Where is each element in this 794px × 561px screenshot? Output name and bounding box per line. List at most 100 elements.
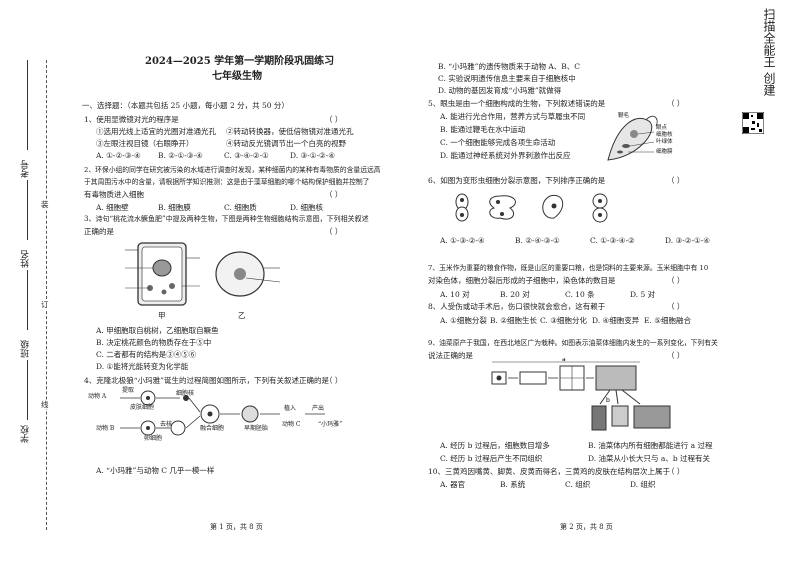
q1-option-c[interactable]: C. ③-④-②-① (224, 151, 269, 160)
amoeba-division-figure (455, 193, 608, 223)
fig-nucleus: 细胞核 (176, 390, 195, 397)
q1-answer-paren: （ ） (325, 115, 343, 124)
q9-option-a[interactable]: A. 经历 b 过程后，细胞数目增多 (440, 441, 550, 450)
fig-remove-nucleus: 去核 (160, 421, 173, 428)
exam-no-line (27, 60, 28, 150)
q10-option-b[interactable]: B. 系统 (500, 480, 526, 489)
fig-skin-cell: 皮肤细胞 (130, 404, 155, 411)
q5-option-d[interactable]: D. 能通过神经系统对外界刺激作出反应 (440, 151, 571, 160)
q3-option-a[interactable]: A. 甲细胞取自桃树，乙细胞取自鳜鱼 (96, 326, 219, 335)
q3-option-c[interactable]: C. 二者都有的结构是③④⑤⑥ (96, 350, 197, 359)
q5-option-c[interactable]: C. 一个细胞能够完成各项生命活动 (440, 138, 556, 147)
fig-extract: 提取 (122, 387, 135, 394)
page-title: 2024—2025 学年第一学期阶段巩固练习 (145, 56, 335, 67)
q10-option-d[interactable]: D. 组织 (630, 480, 656, 489)
q2-option-d[interactable]: D. 细胞核 (290, 203, 324, 212)
binding-line (46, 60, 47, 530)
q3-option-d[interactable]: D. ①能将光能转变为化学能 (96, 362, 189, 371)
q1-step-1: ①选用光线上适宜的光圈对准通光孔 (96, 127, 216, 136)
q10-option-a[interactable]: A. 器官 (440, 480, 466, 489)
q3-stem-line2: 正确的是 (84, 227, 114, 236)
q10-stem: 10、三黄鸡因嘴黄、脚黄、皮黄而得名，三黄鸡的皮肤在结构层次上属于 (428, 467, 671, 476)
q1-step-4: ④转动反光镜调节出一个白亮的视野 (226, 139, 346, 148)
q2-option-b[interactable]: B. 细胞膜 (158, 203, 191, 212)
fig-label-yi: 乙 (238, 311, 246, 320)
q7-answer-paren: （ ） (667, 276, 685, 285)
fig-animal-c: 动物 C (282, 421, 301, 428)
q6-stem: 6、如图为变形虫细胞分裂示意图，下列排序正确的是 (428, 176, 606, 185)
euglena-label-1: 鞭毛 (618, 113, 630, 119)
class-line (27, 270, 28, 330)
euglena-label-4: 叶绿体 (656, 139, 673, 145)
class-label: 班级 (21, 340, 31, 358)
q3-answer-paren: （ ） (325, 227, 343, 236)
q4-stem: 4、克隆北极狼“小玛雅”诞生的过程简图如图所示，下列有关叙述正确的是 (84, 376, 329, 385)
q8-option-d[interactable]: D. ④细胞变异 (592, 316, 640, 325)
q4-option-a[interactable]: A. “小玛雅”与动物 C 几乎一模一样 (96, 466, 215, 475)
fig-animal-a: 动物 A (88, 393, 107, 400)
euglena-label-2: 眼点 (656, 125, 668, 131)
q1-option-a[interactable]: A. ①-②-③-④ (96, 151, 141, 160)
q7-stem-line1: 7、玉米作为重要的粮食作物，既是山区的重要口粮，也是饲料的主要来源。玉米细胞中有… (428, 264, 709, 272)
fig-egg: 卵细胞 (144, 435, 163, 442)
q8-option-c[interactable]: C. ③细胞分化 (540, 316, 587, 325)
binding-mark-3: 线 (41, 400, 49, 409)
cell-differentiation-figure: a b (491, 358, 671, 431)
q1-step-2: ②转动转换器，使低倍物镜对准通光孔 (226, 127, 354, 136)
q10-answer-paren: （ ） (667, 467, 685, 476)
q3-option-b[interactable]: B. 决定桃花颜色的物质存在于⑤中 (96, 338, 212, 347)
q1-option-b[interactable]: B. ②-①-③-④ (158, 151, 203, 160)
q6-option-b[interactable]: B. ②-④-③-① (515, 236, 560, 245)
binding-mark-1: 装 (41, 200, 49, 209)
q6-option-d[interactable]: D. ③-②-①-④ (665, 236, 711, 245)
q4-option-d[interactable]: D. 动物的基因发育成“小玛雅”就做得 (438, 86, 562, 95)
q6-option-a[interactable]: A. ①-③-②-④ (440, 236, 485, 245)
q1-option-d[interactable]: D. ③-①-②-④ (290, 151, 336, 160)
q10-option-c[interactable]: C. 组织 (565, 480, 591, 489)
q4-option-c[interactable]: C. 实验说明遗传信息主要来自于细胞核中 (438, 74, 576, 83)
q2-stem-line2: 于其周围污水中的含量，请根据所学知识推测：这是由于藻草细胞的哪个结构保护细胞并控… (84, 178, 370, 186)
q8-option-b[interactable]: B. ②细胞生长 (490, 316, 538, 325)
fig-implant: 植入 (284, 405, 297, 412)
euglena-label-5: 细胞膜 (656, 149, 673, 155)
q8-stem: 8、人受伤或动手术后，伤口很快就会愈合，这有赖于 (428, 302, 606, 311)
cloning-process-figure (120, 390, 325, 436)
page-number-right: 第 2 页，共 8 页 (560, 523, 613, 531)
school-label: 学校 (21, 425, 31, 443)
q5-option-b[interactable]: B. 能通过鞭毛在水中运动 (440, 125, 526, 134)
q6-answer-paren: （ ） (667, 176, 685, 185)
fig-birth: 产出 (312, 405, 325, 412)
q2-option-c[interactable]: C. 细胞质 (224, 203, 257, 212)
cell-structure-figure (125, 242, 281, 306)
q2-option-a[interactable]: A. 细胞壁 (96, 203, 129, 212)
q7-option-d[interactable]: D. 5 对 (630, 290, 656, 299)
q9-option-c[interactable]: C. 经历 b 过程后产生不同组织 (440, 454, 543, 463)
svg-text:a: a (562, 358, 566, 363)
fig-fused-cell: 融合细胞 (200, 425, 225, 432)
q2-answer-paren: （ ） (325, 190, 343, 199)
q7-option-a[interactable]: A. 10 对 (440, 290, 470, 299)
q4-answer-paren: （ ） (325, 376, 343, 385)
q7-option-c[interactable]: C. 10 条 (565, 290, 595, 299)
q4-option-b[interactable]: B. “小玛雅”的遗传物质来于动物 A、B、C (438, 62, 580, 71)
q2-stem-line1: 2、环保小组的同学在研究被污染的水域进行调查时发现，某种细菌内的某种有毒物质的含… (84, 166, 381, 174)
binding-mark-2: 订 (41, 300, 49, 309)
q2-stem-line3: 有毒物质进入细胞 (84, 190, 144, 199)
q5-option-a[interactable]: A. 能进行光合作用，营养方式与草履虫不同 (440, 112, 586, 121)
q3-stem-line1: 3、诗句“桃花流水鳜鱼肥”中提及两种生物，下图是两种生物细胞结构示意图，下列相关… (84, 215, 369, 223)
q1-stem: 1、使用显微镜对光的程序是 (84, 115, 179, 124)
q5-answer-paren: （ ） (667, 99, 685, 108)
q9-option-b[interactable]: B. 油菜体内所有细胞都能进行 a 过程 (588, 441, 713, 450)
school-line (27, 360, 28, 420)
q5-stem: 5、眼虫是由一个细胞构成的生物，下列叙述错误的是 (428, 99, 606, 108)
q6-option-c[interactable]: C. ①-③-④-② (590, 236, 635, 245)
q8-option-e[interactable]: E. ⑤细胞融合 (644, 316, 691, 325)
fig-label-jia: 甲 (158, 311, 166, 320)
q8-answer-paren: （ ） (667, 302, 685, 311)
q7-option-b[interactable]: B. 20 对 (500, 290, 530, 299)
name-label: 姓名 (21, 250, 31, 268)
q9-option-d[interactable]: D. 油菜从小长大只与 a、b 过程有关 (588, 454, 711, 463)
q9-stem-line2: 说法正确的是 (428, 351, 473, 360)
q8-option-a[interactable]: A. ①细胞分裂 (440, 316, 487, 325)
exam-no-label: 考号 (21, 160, 31, 178)
